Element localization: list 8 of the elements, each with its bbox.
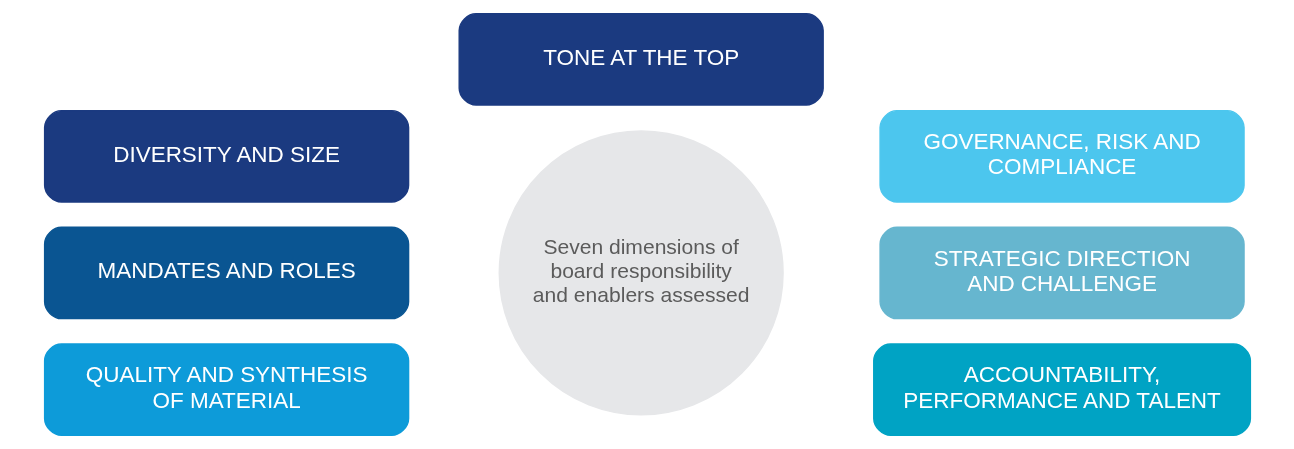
- node-box: DIVERSITY AND SIZE: [43, 109, 409, 203]
- node-box: MANDATES AND ROLES: [43, 226, 409, 320]
- node-box: ACCOUNTABILITY, PERFORMANCE AND TALENT: [872, 343, 1251, 436]
- node-box: GOVERNANCE, RISK AND COMPLIANCE: [878, 109, 1245, 203]
- node-box: TONE AT THE TOP: [458, 13, 824, 106]
- node-box: STRATEGIC DIRECTION AND CHALLENGE: [878, 226, 1245, 320]
- node-circle: Seven dimensions of board responsibility and enablers assessed: [498, 130, 784, 416]
- node-box: QUALITY AND SYNTHESIS OF MATERIAL: [43, 343, 409, 436]
